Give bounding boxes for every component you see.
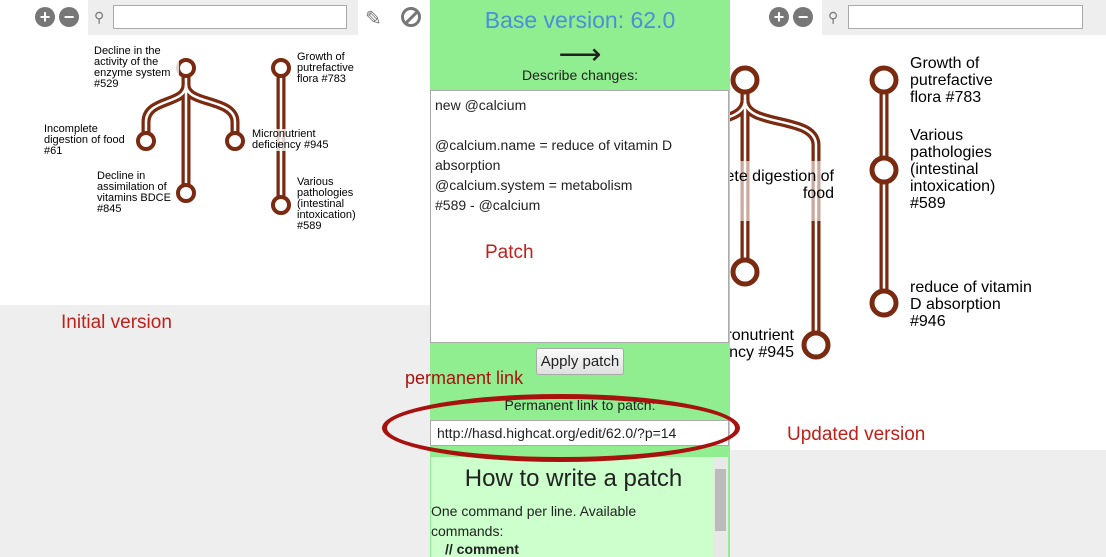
annotation-permanent-link: permanent link: [405, 368, 524, 388]
scrollbar-thumb[interactable]: [715, 469, 726, 531]
search-bar: ⚲: [88, 0, 358, 35]
search-bar: ⚲: [822, 0, 1106, 35]
node-label[interactable]: Growth of putrefactive flora #783: [910, 55, 993, 106]
apply-patch-button[interactable]: Apply patch: [536, 348, 624, 375]
zoom-in-icon[interactable]: +: [35, 7, 55, 27]
graph-updated: [730, 65, 899, 360]
annotation-initial: Initial version: [61, 312, 172, 333]
help-command: // comment: [445, 541, 519, 557]
node-label[interactable]: Various pathologies (intestinal intoxica…: [297, 177, 359, 232]
node-label[interactable]: Incomplete digestion of food: [730, 168, 834, 202]
zoom-in-icon[interactable]: +: [769, 7, 789, 27]
zoom-out-icon[interactable]: −: [793, 7, 813, 27]
scrollbar[interactable]: [713, 457, 728, 557]
base-version-title: Base version: 62.0: [484, 7, 676, 33]
node-label[interactable]: Decline in the activity of the enzyme sy…: [94, 46, 179, 90]
patch-panel: Base version: 62.0 ⟶ Describe changes: n…: [430, 0, 730, 557]
node-label[interactable]: Growth of putrefactive flora #783: [297, 52, 359, 85]
node-label[interactable]: reduce of vitamin D absorption #946: [910, 279, 1032, 330]
initial-graph-panel: + − ⚲ ✎ Decline in the activity of the e…: [0, 0, 430, 305]
node-label[interactable]: Decline in assimilation of vitamins BDCE…: [97, 171, 175, 215]
node-label[interactable]: Micronutrient deficiency #945: [730, 327, 794, 361]
node-label[interactable]: Micronutrient deficiency #945: [252, 129, 334, 151]
help-intro: One command per line. Available commands…: [431, 503, 637, 539]
annotation-updated: Updated version: [787, 424, 926, 445]
search-icon: ⚲: [828, 9, 839, 25]
help-title: How to write a patch: [464, 465, 683, 492]
block-icon[interactable]: [401, 7, 421, 27]
updated-graph-panel: + − ⚲ Incomplete digestion of food Micro…: [730, 0, 1106, 450]
node-label[interactable]: Various pathologies (intestinal intoxica…: [910, 127, 996, 212]
annotation-patch: Patch: [485, 242, 534, 263]
node-label[interactable]: Incomplete digestion of food #61: [44, 124, 134, 157]
highlight-ellipse: [382, 394, 740, 462]
search-input[interactable]: [113, 5, 347, 29]
describe-label: Describe changes:: [522, 67, 638, 83]
search-input[interactable]: [848, 5, 1083, 29]
search-icon: ⚲: [94, 9, 105, 25]
help-box: How to write a patch One command per lin…: [431, 457, 728, 557]
edit-icon[interactable]: ✎: [365, 8, 382, 30]
zoom-out-icon[interactable]: −: [59, 7, 79, 27]
arrow-right-icon: ⟶: [558, 38, 602, 71]
patch-textarea[interactable]: new @calcium @calcium.name = reduce of v…: [430, 90, 729, 343]
